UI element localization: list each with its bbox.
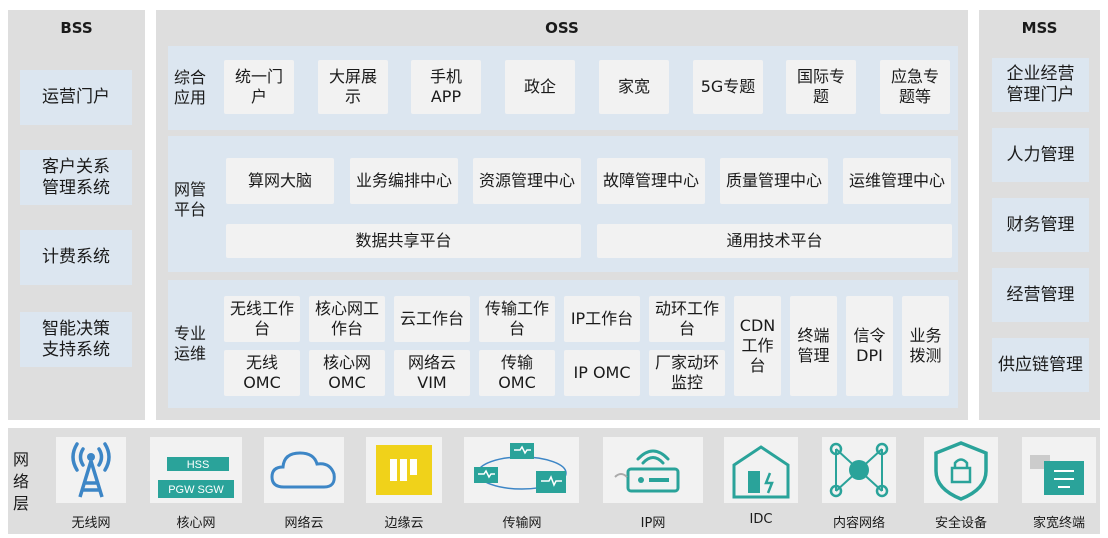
- app-item-home-broadband[interactable]: 家宽: [599, 60, 669, 114]
- ops-ip-omc[interactable]: IP OMC: [564, 350, 640, 396]
- network-tile-cloud[interactable]: [264, 437, 344, 503]
- ops-terminal-management[interactable]: 终端 管理: [790, 296, 837, 396]
- mgmt-center-orchestration[interactable]: 业务编排中心: [350, 158, 458, 204]
- ops-service-dial-test[interactable]: 业务 拨测: [902, 296, 949, 396]
- network-tile-edge-cloud[interactable]: [366, 437, 442, 503]
- network-caption-edge-cloud: 边缘云: [384, 516, 424, 531]
- ops-wireless-workbench[interactable]: 无线工作 台: [224, 296, 300, 342]
- network-layer-label: 网 络 层: [13, 450, 30, 513]
- core-network-icon: HSS PGW SGW: [158, 457, 234, 498]
- mgmt-center-quality[interactable]: 质量管理中心: [720, 158, 828, 204]
- oss-ops-band: 专业 运维 无线工作 台 核心网工 作台 云工作台 传输工作 台 IP工作台 动…: [168, 280, 958, 408]
- app-item-big-screen[interactable]: 大屏展 示: [318, 60, 388, 114]
- app-item-mobile-app[interactable]: 手机 APP: [411, 60, 481, 114]
- ops-transport-omc[interactable]: 传输 OMC: [479, 350, 555, 396]
- bss-item-crm[interactable]: 客户关系 管理系统: [20, 150, 132, 205]
- network-tile-content[interactable]: [822, 437, 896, 503]
- core-pgw-sgw-label: PGW SGW: [168, 484, 224, 496]
- bss-item-billing[interactable]: 计费系统: [20, 230, 132, 285]
- network-tile-wireless[interactable]: [56, 437, 126, 503]
- mgmt-center-fault[interactable]: 故障管理中心: [597, 158, 705, 204]
- ops-core-workbench[interactable]: 核心网工 作台: [309, 296, 385, 342]
- ops-ip-workbench[interactable]: IP工作台: [564, 296, 640, 342]
- bss-title: BSS: [60, 19, 93, 37]
- mss-panel: MSS 企业经营 管理门户 人力管理 财务管理 经营管理 供应链管理: [979, 10, 1100, 420]
- shield-lock-icon: [934, 441, 988, 501]
- oss-title: OSS: [545, 19, 579, 37]
- mss-item-operations[interactable]: 经营管理: [992, 268, 1089, 322]
- app-item-unified-portal[interactable]: 统一门 户: [224, 60, 294, 114]
- mss-title: MSS: [1021, 19, 1058, 37]
- mss-item-enterprise-portal[interactable]: 企业经营 管理门户: [992, 58, 1089, 112]
- edge-cloud-icon: [376, 445, 432, 495]
- oss-app-band: 综合 应用 统一门 户 大屏展 示 手机 APP 政企 家宽 5G专题 国际专 …: [168, 46, 958, 130]
- platform-data-sharing[interactable]: 数据共享平台: [226, 224, 581, 258]
- oss-panel: OSS 综合 应用 统一门 户 大屏展 示 手机 APP 政企 家宽 5G专题 …: [156, 10, 968, 420]
- mgmt-center-resource[interactable]: 资源管理中心: [473, 158, 581, 204]
- network-tile-transport[interactable]: [464, 437, 579, 503]
- app-item-5g[interactable]: 5G专题: [693, 60, 763, 114]
- network-caption-home-terminal: 家宽终端: [1032, 516, 1085, 531]
- ops-cdn-workbench[interactable]: CDN 工作 台: [734, 296, 781, 396]
- bss-item-decision-support[interactable]: 智能决策 支持系统: [20, 312, 132, 367]
- network-tile-ip[interactable]: [603, 437, 703, 503]
- network-caption-idc: IDC: [749, 512, 773, 527]
- mgmt-center-operations[interactable]: 运维管理中心: [843, 158, 951, 204]
- app-item-international[interactable]: 国际专 题: [786, 60, 856, 114]
- core-hss-label: HSS: [187, 459, 210, 471]
- network-caption-transport: 传输网: [502, 516, 542, 531]
- ops-signaling-dpi[interactable]: 信令 DPI: [846, 296, 893, 396]
- oss-mgmt-band: 网管 平台 算网大脑 业务编排中心 资源管理中心 故障管理中心 质量管理中心 运…: [168, 136, 958, 272]
- oss-app-label: 综合 应用: [174, 68, 207, 107]
- transport-network-icon: [474, 443, 567, 493]
- network-caption-ip: IP网: [640, 516, 666, 531]
- app-item-government[interactable]: 政企: [505, 60, 575, 114]
- router-icon: [614, 449, 680, 493]
- oss-mgmt-label: 网管 平台: [174, 180, 207, 219]
- bss-item-portal[interactable]: 运营门户: [20, 70, 132, 125]
- network-caption-wireless: 无线网: [71, 516, 111, 531]
- network-caption-security: 安全设备: [934, 516, 987, 531]
- mgmt-center-computing-brain[interactable]: 算网大脑: [226, 158, 334, 204]
- home-terminal-icon: [1030, 455, 1084, 495]
- bss-panel: BSS 运营门户 客户关系 管理系统 计费系统 智能决策 支持系统: [8, 10, 145, 420]
- cloud-icon: [270, 451, 336, 489]
- network-caption-content: 内容网络: [832, 516, 885, 531]
- ops-cloud-workbench[interactable]: 云工作台: [394, 296, 470, 342]
- network-tile-idc[interactable]: [724, 437, 798, 503]
- mss-item-hr[interactable]: 人力管理: [992, 128, 1089, 182]
- app-item-emergency[interactable]: 应急专 题等: [880, 60, 950, 114]
- oss-ops-label: 专业 运维: [174, 324, 207, 363]
- ops-vendor-power-env-monitor[interactable]: 厂家动环 监控: [649, 350, 725, 396]
- ops-power-env-workbench[interactable]: 动环工作 台: [649, 296, 725, 342]
- network-tile-core[interactable]: HSS PGW SGW: [150, 437, 242, 503]
- network-tile-security[interactable]: [924, 437, 998, 503]
- ops-transport-workbench[interactable]: 传输工作 台: [479, 296, 555, 342]
- wireless-tower-icon: [71, 442, 111, 498]
- mss-item-finance[interactable]: 财务管理: [992, 198, 1089, 252]
- datacenter-icon: [732, 445, 790, 499]
- mss-item-supply-chain[interactable]: 供应链管理: [992, 338, 1089, 392]
- platform-common-tech[interactable]: 通用技术平台: [597, 224, 952, 258]
- ops-core-omc[interactable]: 核心网 OMC: [309, 350, 385, 396]
- ops-wireless-omc[interactable]: 无线 OMC: [224, 350, 300, 396]
- network-caption-cloud: 网络云: [284, 516, 324, 531]
- content-network-icon: [829, 442, 889, 498]
- ops-network-cloud-vim[interactable]: 网络云 VIM: [394, 350, 470, 396]
- network-tile-home-terminal[interactable]: [1022, 437, 1096, 503]
- network-caption-core: 核心网: [176, 516, 216, 531]
